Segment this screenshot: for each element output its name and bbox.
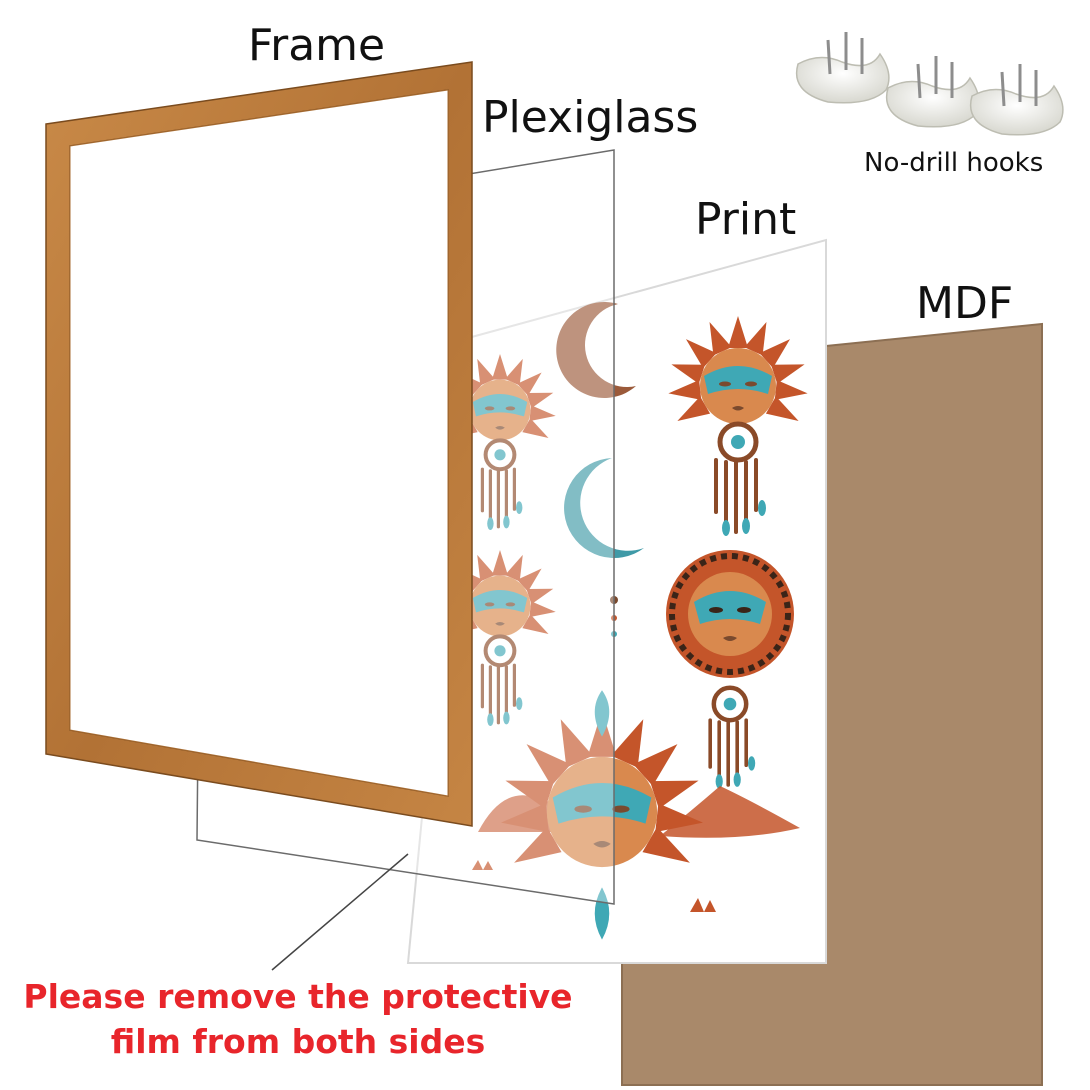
wood-frame (45, 61, 473, 827)
print-label: Print (695, 194, 797, 245)
hook-icon (885, 56, 980, 128)
hooks-label: No-drill hooks (864, 148, 1044, 178)
leader-line (271, 853, 409, 971)
hook-icon (795, 32, 890, 104)
hook-icon (969, 64, 1064, 136)
plexiglass-label: Plexiglass (482, 92, 699, 143)
moon-icon (556, 301, 636, 398)
frame-label: Frame (248, 20, 386, 71)
mdf-label: MDF (916, 278, 1014, 329)
moon-icon (564, 458, 644, 558)
print-sheet (406, 238, 827, 964)
warning-line-2: film from both sides (110, 1022, 486, 1061)
sun-icon (666, 550, 794, 789)
warning-line-1: Please remove the protective (23, 977, 573, 1016)
sun-icon (499, 690, 705, 940)
